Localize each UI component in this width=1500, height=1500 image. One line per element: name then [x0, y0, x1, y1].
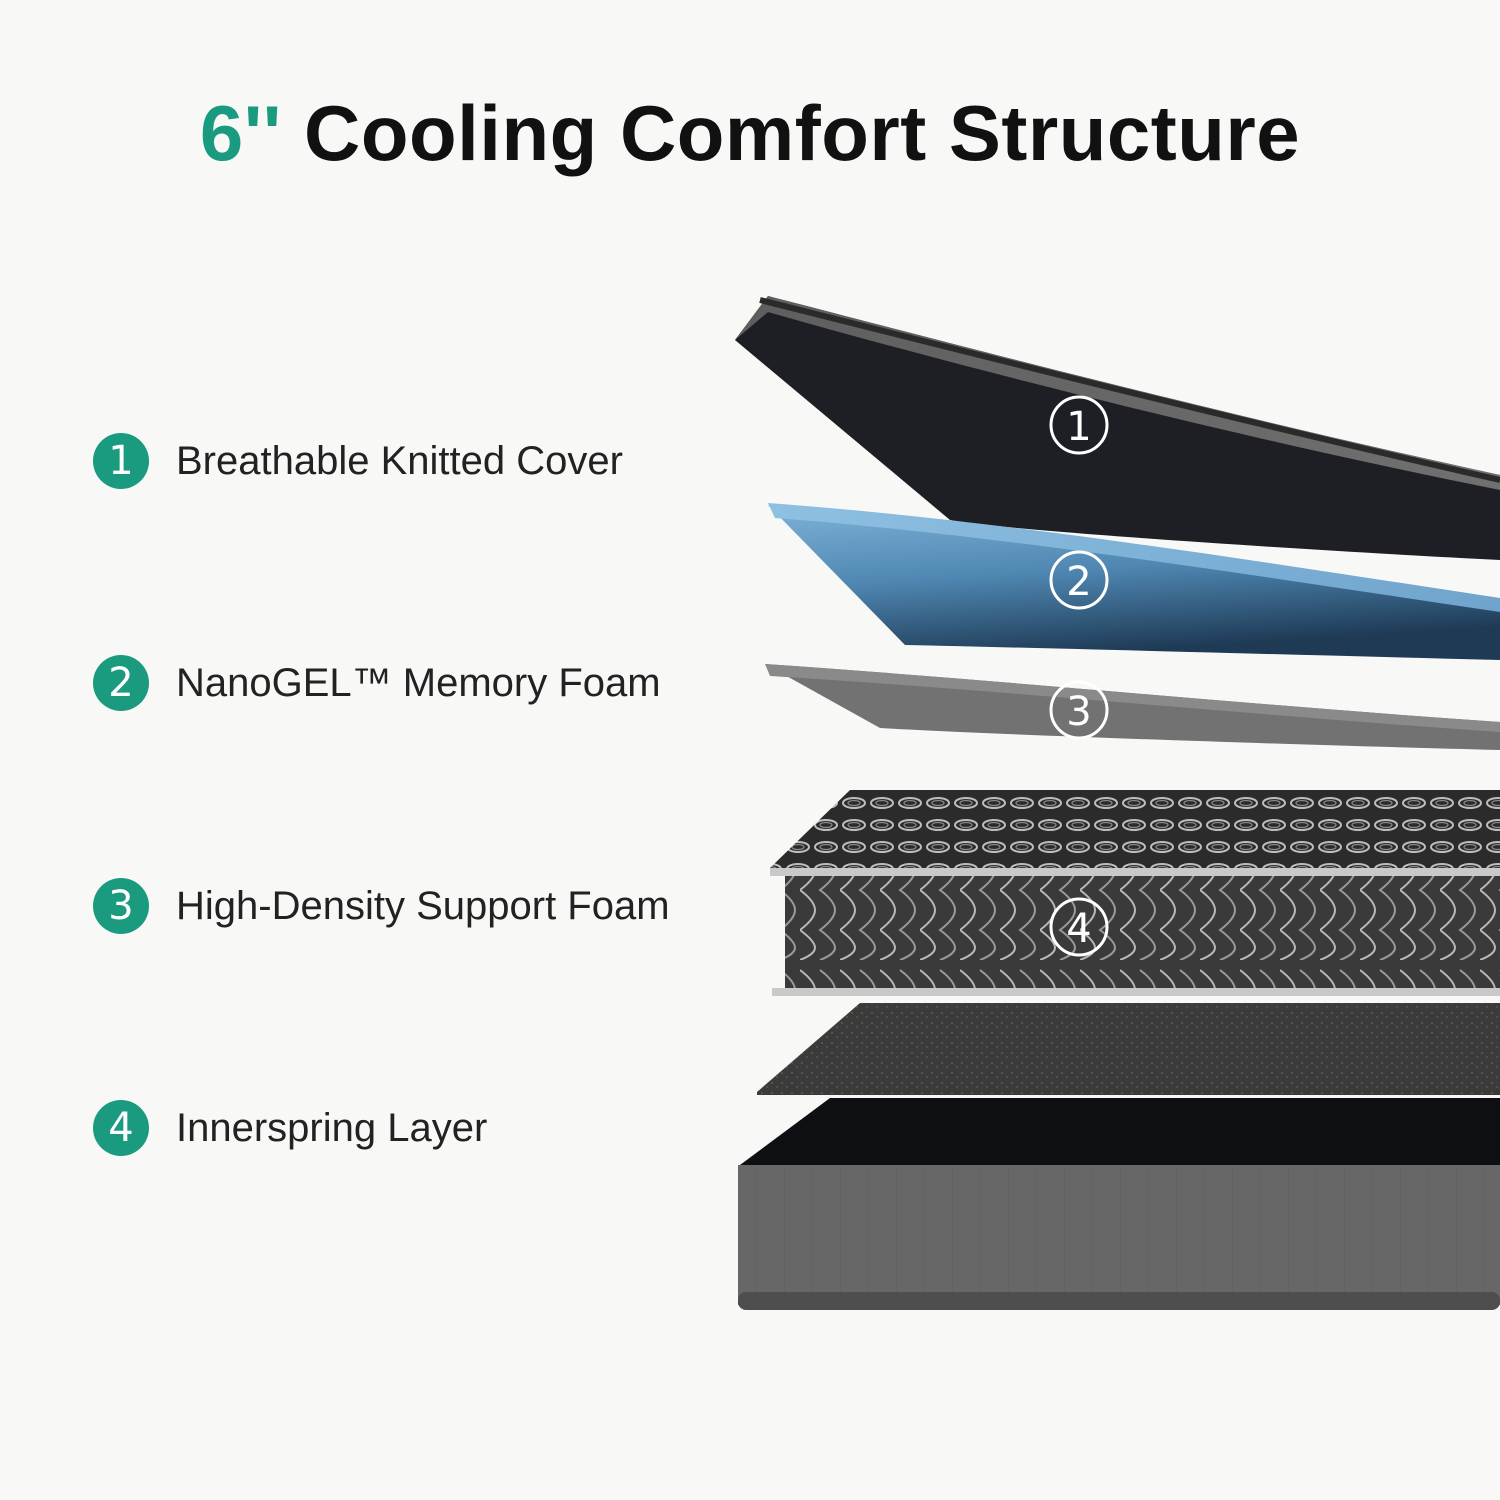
layer-innerspring — [770, 790, 1500, 996]
layer-support-foam — [765, 664, 1500, 750]
feature-number-badge: 1 — [93, 433, 149, 489]
feature-label: High-Density Support Foam — [176, 883, 670, 928]
feature-item-gel-foam: 2 NanoGEL™ Memory Foam — [93, 655, 661, 711]
layer-cover — [735, 296, 1500, 560]
feature-number-badge: 2 — [93, 655, 149, 711]
page-title: 6'' Cooling Comfort Structure — [0, 88, 1500, 179]
feature-label: NanoGEL™ Memory Foam — [176, 660, 661, 705]
feature-label: Innerspring Layer — [176, 1105, 488, 1150]
feature-item-innerspring: 4 Innerspring Layer — [93, 1100, 487, 1156]
layer-marker-4: 4 — [1049, 897, 1109, 957]
feature-number-badge: 4 — [93, 1100, 149, 1156]
layer-marker-3: 3 — [1049, 680, 1109, 740]
layer-marker-2: 2 — [1049, 550, 1109, 610]
layer-marker-label: 4 — [1066, 906, 1091, 952]
feature-item-cover: 1 Breathable Knitted Cover — [93, 433, 623, 489]
layer-base — [738, 1003, 1500, 1310]
layer-marker-label: 1 — [1066, 404, 1091, 450]
feature-number-badge: 3 — [93, 878, 149, 934]
layer-marker-label: 2 — [1066, 559, 1091, 605]
layer-marker-label: 3 — [1066, 689, 1091, 735]
feature-label: Breathable Knitted Cover — [176, 438, 623, 483]
layer-marker-1: 1 — [1049, 395, 1109, 455]
title-text: Cooling Comfort Structure — [304, 89, 1301, 177]
feature-item-support-foam: 3 High-Density Support Foam — [93, 878, 670, 934]
title-thickness: 6'' — [199, 89, 282, 177]
layer-gel-foam — [768, 503, 1500, 660]
